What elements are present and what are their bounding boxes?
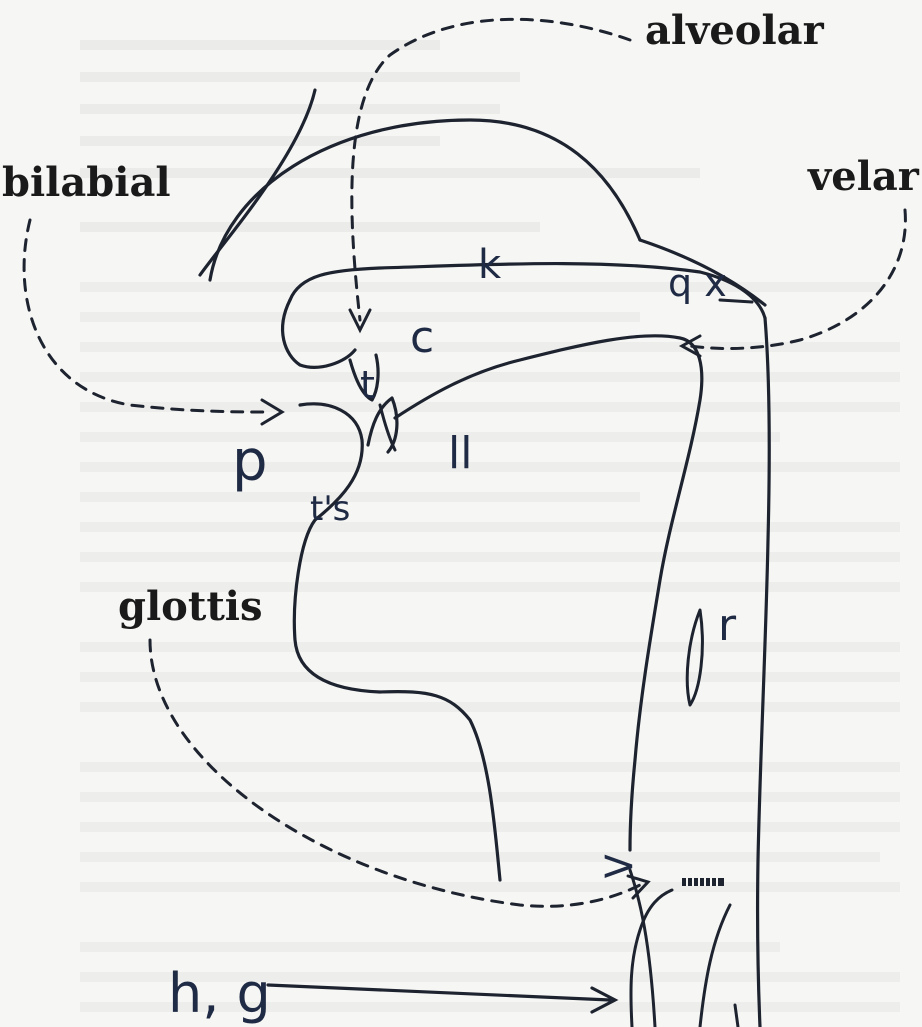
velar-small-arrow (720, 300, 752, 302)
symbol-k: k (478, 242, 502, 288)
glottis-hatch (682, 878, 724, 886)
label-alveolar: alveolar (645, 7, 825, 54)
symbol-ts: t's (310, 489, 350, 529)
upper-lip (283, 300, 355, 367)
background-bleed-text (80, 40, 900, 1012)
symbol-c: c (410, 312, 434, 363)
label-bilabial: bilabial (2, 159, 171, 206)
symbol-r: r (718, 600, 737, 651)
nasal-bridge-curve (200, 90, 315, 275)
epiglottis (687, 610, 702, 705)
symbol-p: p (232, 429, 268, 494)
symbol-qx: q x (668, 261, 727, 305)
label-velar: velar (807, 153, 920, 200)
symbol-t: t (360, 363, 375, 407)
symbol-hg: h, g (168, 962, 271, 1025)
tongue (395, 336, 702, 850)
hg-arrow-line (268, 985, 610, 1000)
symbol-ll: ll (448, 428, 472, 479)
label-glottis: glottis (118, 583, 263, 630)
symbol-gt: > (600, 840, 637, 891)
